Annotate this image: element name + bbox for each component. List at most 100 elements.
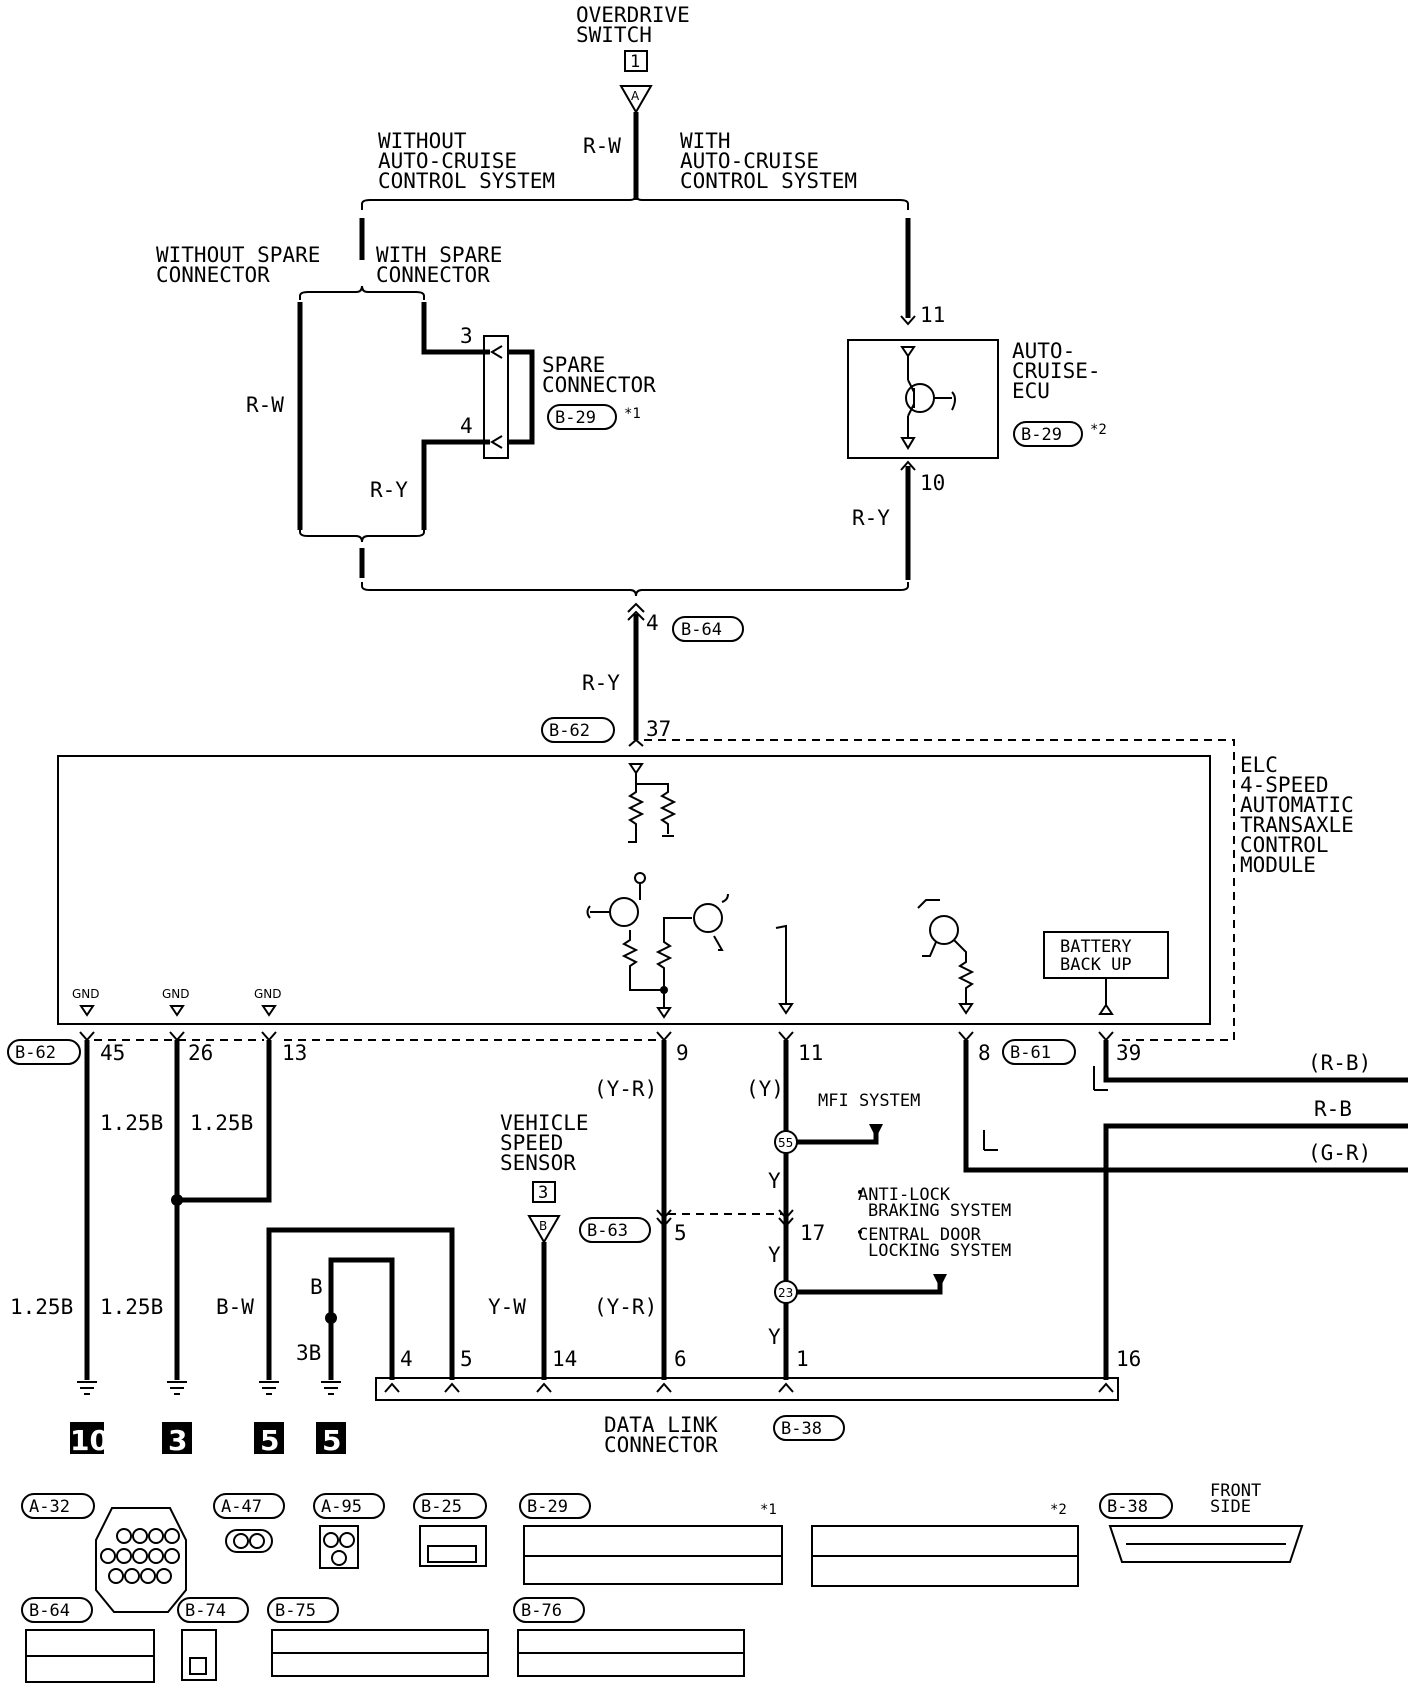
module-resistor-icon [635, 773, 677, 834]
acc-ecu-body [847, 339, 999, 459]
vss-num: 3 [538, 1183, 548, 1203]
wire-label-y-1: Y [768, 1169, 781, 1193]
gnd-label-1: GND [72, 987, 100, 1001]
dlc-title-2: CONNECTOR [604, 1433, 718, 1457]
spare-pin-4: 4 [460, 414, 473, 438]
wire-label-bw: B-W [216, 1295, 254, 1319]
connector-b25: B-25 [413, 1493, 487, 1567]
ground-label-10: 10 [70, 1424, 109, 1457]
connector-a47: A-47 [213, 1493, 285, 1553]
svg-text:B-25: B-25 [421, 1497, 462, 1517]
gnd-label-2: GND [162, 987, 190, 1001]
spare-connector-body [483, 335, 509, 459]
ground-label-5a: 5 [260, 1424, 279, 1457]
spare-jumper [508, 349, 535, 445]
wire-label-gr: (G-R) [1308, 1141, 1371, 1165]
vss-title-3: SENSOR [500, 1151, 576, 1175]
wire-label-yr-1: (Y-R) [594, 1077, 657, 1101]
wire-gr [963, 1040, 1408, 1173]
with-spare-1: WITH SPARE [376, 243, 502, 267]
svg-text:A-95: A-95 [321, 1497, 362, 1517]
svg-text:B-64: B-64 [29, 1601, 70, 1621]
without-acc-3: CONTROL SYSTEM [378, 169, 555, 193]
spare-pin-3: 3 [460, 324, 473, 348]
module-title-4: TRANSAXLE [1240, 813, 1354, 837]
pin-45: 45 [100, 1041, 125, 1065]
junction-ref: B-64 [681, 620, 722, 640]
spare-title-1: SPARE [542, 353, 605, 377]
battery-label-2: BACK UP [1060, 955, 1132, 975]
wire-b-loop [328, 1257, 395, 1380]
vss-title-1: VEHICLE [500, 1111, 589, 1135]
wire-label-ry-main: R-Y [582, 671, 620, 695]
wire-label-125b-2: 1.25B [190, 1111, 253, 1135]
wire-label-y-2: Y [768, 1243, 781, 1267]
module-dashed-boundary [644, 739, 1235, 1041]
pin-13: 13 [282, 1041, 307, 1065]
module-ref-top-bubble [541, 717, 615, 743]
wire-gnd-13 [177, 1040, 272, 1203]
svg-text:B-29: B-29 [527, 1497, 568, 1517]
connector-b74: B-74 [177, 1597, 249, 1681]
wire-label-y-paren: (Y) [746, 1077, 784, 1101]
vss-ref-bubble [579, 1217, 651, 1243]
abs-label-1: ANTI-LOCK [858, 1185, 951, 1205]
acc-ref-bubble [1013, 421, 1083, 447]
cdl-label-1: CENTRAL DOOR [858, 1225, 982, 1245]
connector-a32: A-32 [21, 1493, 187, 1613]
connector-b75: B-75 [267, 1597, 489, 1677]
without-spare-2: CONNECTOR [156, 263, 270, 287]
acc-note: *2 [1090, 422, 1107, 438]
without-acc-1: WITHOUT [378, 129, 467, 153]
module-title-3: AUTOMATIC [1240, 793, 1354, 817]
wire-label-rw-left: R-W [246, 393, 284, 417]
svg-text:*1: *1 [760, 1502, 777, 1518]
connector-b29-acc: *2 [811, 1502, 1079, 1587]
brace-top [361, 193, 909, 210]
ground-symbol-3 [167, 1381, 187, 1395]
without-acc-2: AUTO-CRUISE [378, 149, 517, 173]
junction-ref-bubble [672, 616, 744, 642]
dlc-pin-16: 16 [1116, 1347, 1141, 1371]
cdl-label-2: LOCKING SYSTEM [868, 1241, 1011, 1261]
acc-title-1: AUTO- [1012, 339, 1075, 363]
dlc-ref-bubble [773, 1415, 845, 1441]
wire-label-125b-1: 1.25B [100, 1111, 163, 1135]
without-spare-1: WITHOUT SPARE [156, 243, 320, 267]
module-title-5: CONTROL [1240, 833, 1329, 857]
dlc-pin-1: 1 [796, 1347, 809, 1371]
svg-text:A-47: A-47 [221, 1497, 262, 1517]
overdrive-connector-icon [619, 85, 653, 115]
vss-num-box [532, 1181, 556, 1203]
spare-ref: B-29 [555, 408, 596, 428]
svg-text:B-76: B-76 [521, 1601, 562, 1621]
ground-symbol-5b [321, 1381, 341, 1395]
wire-label-rb: R-B [1314, 1097, 1352, 1121]
svg-text:FRONT: FRONT [1210, 1481, 1261, 1501]
wire-label-ry-acc: R-Y [852, 506, 890, 530]
acc-transistor-icon [905, 383, 935, 413]
acc-title-2: CRUISE- [1012, 359, 1101, 383]
abs-label-2: BRAKING SYSTEM [868, 1201, 1011, 1221]
vss-pin-5: 5 [674, 1221, 687, 1245]
brace-bottom [361, 582, 909, 597]
acc-pin-10: 10 [920, 471, 945, 495]
svg-text:A-32: A-32 [29, 1497, 70, 1517]
wire-rb-paren [1103, 1040, 1408, 1083]
module-title-1: ELC [1240, 753, 1278, 777]
with-acc-3: CONTROL SYSTEM [680, 169, 857, 193]
wire-label-125b-3: 1.25B [100, 1295, 163, 1319]
battery-label-1: BATTERY [1060, 937, 1132, 957]
connector-b38: B-38 FRONT SIDE [1099, 1481, 1304, 1563]
dlc-body [375, 1377, 1119, 1401]
spare-note: *1 [624, 406, 641, 422]
acc-ref: B-29 [1021, 425, 1062, 445]
gnd-label-3: GND [254, 987, 282, 1001]
module-ref-left: B-62 [15, 1043, 56, 1063]
wire-label-rb-paren: (R-B) [1308, 1051, 1371, 1075]
wire-label-3b: 3B [296, 1341, 321, 1365]
overdrive-pin: A [631, 89, 640, 103]
pin-11: 11 [798, 1041, 823, 1065]
wire-label-rw-top: R-W [583, 134, 621, 158]
ground-symbol-5a [259, 1381, 279, 1395]
